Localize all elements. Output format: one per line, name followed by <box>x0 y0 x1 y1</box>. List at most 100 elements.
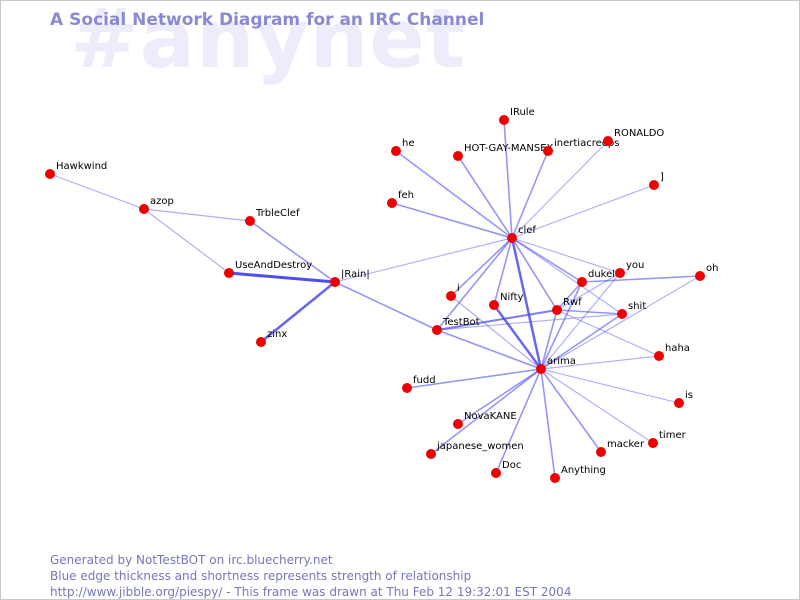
node-shit[interactable] <box>617 309 627 319</box>
edge-rwf-arima <box>540 309 558 370</box>
node-bracket[interactable] <box>649 180 659 190</box>
node-i[interactable] <box>446 291 456 301</box>
node-oh[interactable] <box>695 271 705 281</box>
node-rain[interactable] <box>330 277 340 287</box>
node-timer[interactable] <box>648 438 658 448</box>
node-label-hot-gay-mansex: HOT-GAY-MANSEX <box>464 143 554 154</box>
edge-clef-inertiacreeps <box>511 150 549 239</box>
edge-clef-irule <box>503 119 513 239</box>
node-haha[interactable] <box>654 351 664 361</box>
edge-testbot-shit <box>436 313 623 331</box>
node-label-fudd: fudd <box>413 375 436 386</box>
node-label-japanese-women: japanese_women <box>436 441 524 452</box>
edge-you-arima <box>540 272 621 370</box>
node-label-novakane: NovaKANE <box>464 411 517 422</box>
node-label-oh: oh <box>706 263 718 274</box>
edge-hawkwind-azop <box>49 173 145 210</box>
node-useanddestroy[interactable] <box>224 268 234 278</box>
edge-clef-rwf <box>511 237 558 311</box>
edge-clef-i <box>450 237 513 297</box>
node-label-irule: IRule <box>510 107 535 118</box>
edge-useanddestroy-rain <box>228 271 336 284</box>
node-is[interactable] <box>674 398 684 408</box>
node-label-hawkwind: Hawkwind <box>56 161 107 172</box>
edge-clef-feh <box>391 202 513 239</box>
node-inertiacreeps[interactable] <box>543 146 553 156</box>
node-label-azop: azop <box>150 196 174 207</box>
node-azop[interactable] <box>139 204 149 214</box>
edge-zinx-rain <box>260 281 336 343</box>
edge-clef-arima <box>510 237 543 370</box>
node-nifty[interactable] <box>489 300 499 310</box>
node-label-doc: Doc <box>502 460 521 471</box>
footer-timestamp: http://www.jibble.org/piespy/ - This fra… <box>50 585 572 599</box>
node-ronaldo[interactable] <box>603 136 613 146</box>
edge-dukelo-rwf <box>556 281 583 311</box>
nodes-layer: HawkwindazopTrbleClefUseAndDestroy|Rain|… <box>45 107 718 483</box>
node-feh[interactable] <box>387 198 397 208</box>
edge-clef-you <box>511 237 621 274</box>
edge-timer-arima <box>540 368 654 444</box>
edge-testbot-arima <box>436 329 542 370</box>
node-you[interactable] <box>615 268 625 278</box>
node-label-nifty: Nifty <box>500 292 524 303</box>
edge-clef-nifty <box>493 237 513 306</box>
node-label-he: he <box>402 138 415 149</box>
node-japanese-women[interactable] <box>426 449 436 459</box>
edge-rain-clef <box>334 237 513 283</box>
channel-watermark: #anynet <box>70 0 467 87</box>
node-label-macker: macker <box>607 439 645 450</box>
edge-fudd-arima <box>406 368 542 389</box>
node-hawkwind[interactable] <box>45 169 55 179</box>
node-label-shit: shit <box>628 301 646 312</box>
edge-novakane-arima <box>457 368 542 425</box>
node-dukelo[interactable] <box>577 277 587 287</box>
edge-haha-arima <box>540 355 660 370</box>
node-arima[interactable] <box>536 364 546 374</box>
node-testbot[interactable] <box>432 325 442 335</box>
edge-rwf-haha <box>556 309 660 357</box>
node-clef[interactable] <box>507 233 517 243</box>
node-rwf[interactable] <box>552 305 562 315</box>
edge-oh-arima <box>540 275 701 370</box>
node-label-anything: Anything <box>561 465 606 476</box>
edge-nifty-arima <box>492 304 543 370</box>
node-hot-gay-mansex[interactable] <box>453 151 463 161</box>
edge-clef-shit <box>511 237 623 315</box>
footer-generated-by: Generated by NotTestBOT on irc.bluecherr… <box>50 553 333 567</box>
edge-dukelo-oh <box>581 275 701 283</box>
node-fudd[interactable] <box>402 383 412 393</box>
node-label-inertiacreeps: inertiacreeps <box>554 138 619 149</box>
node-label-testbot: TestBot <box>442 317 480 328</box>
edge-clef-testbot <box>436 237 513 331</box>
edge-i-arima <box>450 295 542 370</box>
edge-rwf-testbot <box>436 308 558 332</box>
edge-clef-he <box>395 150 513 239</box>
edge-macker-arima <box>540 368 602 453</box>
node-he[interactable] <box>391 146 401 156</box>
edge-doc-arima <box>495 368 542 474</box>
edge-clef-ronaldo <box>511 140 609 239</box>
node-label-useanddestroy: UseAndDestroy <box>235 260 312 271</box>
node-trbleclef[interactable] <box>245 216 255 226</box>
node-novakane[interactable] <box>453 419 463 429</box>
node-label-bracket: ] <box>660 172 664 183</box>
node-label-arima: arima <box>547 356 576 367</box>
node-label-dukelo: dukelo <box>588 269 621 280</box>
edge-rain-testbot <box>334 281 438 331</box>
edges-layer <box>49 119 701 479</box>
node-label-feh: feh <box>398 190 414 201</box>
node-label-is: is <box>685 390 693 401</box>
edge-is-arima <box>540 368 680 404</box>
node-label-i: i <box>457 283 460 294</box>
node-doc[interactable] <box>491 468 501 478</box>
node-label-haha: haha <box>665 343 690 354</box>
edge-japanese-women-arima <box>430 368 542 455</box>
edge-rwf-shit <box>556 309 623 315</box>
edge-azop-useanddestroy <box>143 208 230 274</box>
node-macker[interactable] <box>596 447 606 457</box>
node-zinx[interactable] <box>256 337 266 347</box>
edge-anything-arima <box>540 368 556 479</box>
node-irule[interactable] <box>499 115 509 125</box>
node-anything[interactable] <box>550 473 560 483</box>
